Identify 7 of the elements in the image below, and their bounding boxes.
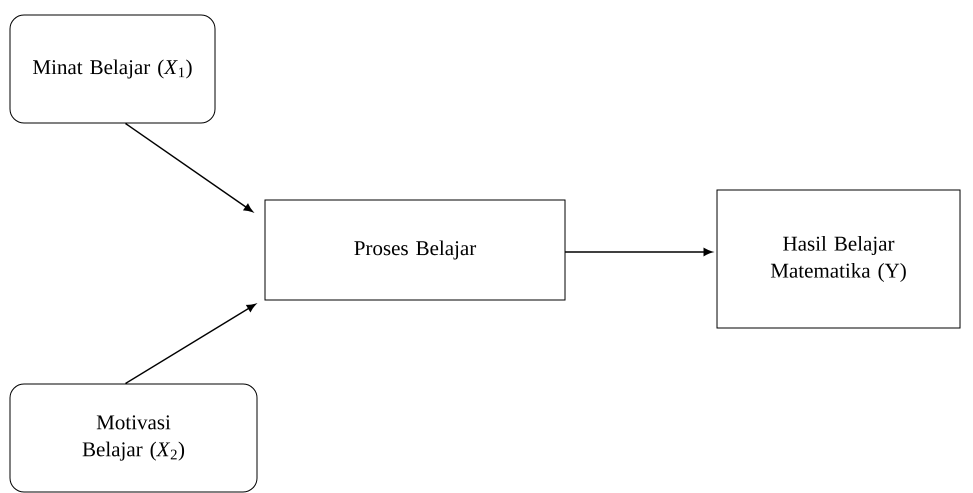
rounded-box: Motivasi Belajar (X$_{2}$)	[10, 384, 258, 492]
result-box: Hasil Belajar Matematika (Y)	[716, 190, 961, 328]
rounded-box: Minat Belajar (X$_{1}$)	[10, 14, 216, 124]
process-box: Proses Belajar	[264, 200, 566, 300]
arrow	[125, 122, 254, 212]
arrow	[566, 248, 713, 256]
arrow	[125, 304, 256, 384]
